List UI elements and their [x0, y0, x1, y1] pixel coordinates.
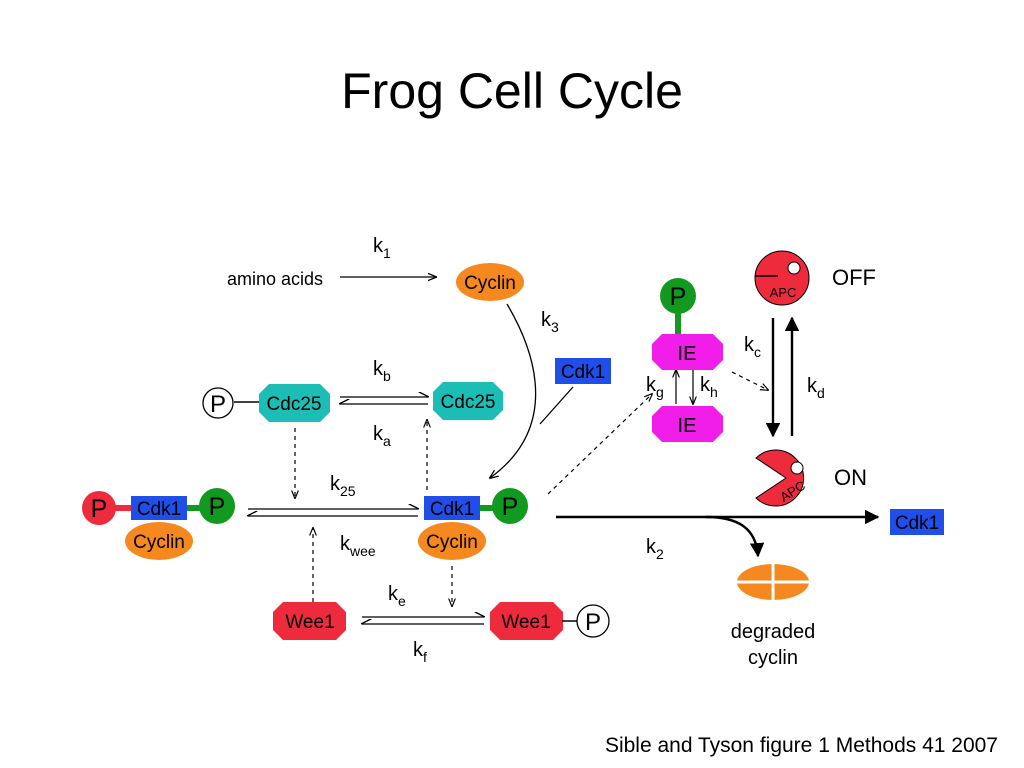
active-p-green-circle [492, 488, 528, 524]
apc-off-label: APC [770, 285, 797, 300]
cdc25-left-shape [259, 384, 330, 422]
amino-acids-label: amino acids [227, 269, 323, 289]
cdc25-phospho-node: P Cdc25 [202, 384, 330, 422]
wee1-right-label: Wee1 [501, 612, 550, 633]
ie-node: P IE IE [652, 278, 723, 442]
rate-kd: kd [807, 375, 825, 401]
active-p-green-link [480, 505, 494, 511]
rate-k3: k3 [541, 309, 559, 335]
off-label: OFF [832, 265, 876, 290]
rate-k25: k25 [330, 473, 356, 499]
active-cdk1-box [424, 496, 480, 520]
rate-kwee: kwee [340, 533, 376, 559]
active-complex: Cdk1 P Cyclin [418, 488, 528, 560]
cdk1-binding-line [539, 386, 574, 425]
inactive-cdk1-label: Cdk1 [137, 499, 181, 520]
rate-kg: kg [646, 374, 664, 400]
active-cdk1-label: Cdk1 [430, 499, 474, 520]
binding-arrow [490, 303, 537, 478]
ie-p-label: P [670, 283, 687, 311]
wee1-right-shape [490, 602, 563, 640]
wee1-node: Wee1 [273, 602, 346, 640]
rate-kh: kh [700, 374, 718, 400]
citation-caption: Sible and Tyson figure 1 Methods 41 2007 [604, 734, 998, 757]
cdc25-left-label: Cdc25 [267, 394, 322, 415]
apc-on-node: APC ON [755, 449, 867, 507]
inactive-p-red-circle [82, 491, 116, 525]
ie-top-label: IE [678, 343, 697, 365]
cyclin-node: Cyclin [456, 263, 524, 301]
free-cdk1-label: Cdk1 [561, 362, 605, 383]
inactive-cyclin-ellipse [125, 522, 193, 560]
active-cyclin-label: Cyclin [426, 532, 478, 553]
apc-off-eye [787, 261, 801, 275]
inactive-complex: P Cdk1 P Cyclin [82, 488, 235, 560]
ie-top-shape [652, 334, 723, 370]
rate-k2: k2 [646, 536, 664, 562]
cdk1-released-label: Cdk1 [895, 513, 939, 534]
degraded-cyclin-node: degraded cyclin [731, 562, 816, 669]
cdc25-right-label: Cdc25 [441, 392, 496, 413]
cyclin-label: Cyclin [464, 273, 516, 294]
ie-p-circle [660, 278, 696, 314]
wee1-p-circle [576, 604, 610, 638]
degraded-label-line2: cyclin [748, 647, 798, 669]
ie-p-link [675, 313, 681, 335]
inactive-cyclin-label: Cyclin [133, 532, 185, 553]
rate-kb: kb [373, 358, 391, 384]
ie-apc-dash [731, 371, 768, 390]
inactive-p-green-link [187, 505, 201, 511]
cdc25-right-shape [433, 382, 503, 420]
rate-k1: k1 [373, 235, 391, 261]
active-cyclin-ellipse [418, 522, 486, 560]
cyclin-ellipse [456, 263, 524, 301]
slide-title: Frog Cell Cycle [341, 63, 683, 119]
arrows [248, 277, 880, 625]
cdc25-node: Cdc25 [433, 382, 503, 420]
ie-bottom-shape [652, 406, 723, 442]
rate-kf: kf [413, 639, 427, 665]
wee1-left-shape [273, 602, 346, 640]
inactive-p-red-link [114, 505, 134, 511]
on-label: ON [834, 465, 867, 490]
rate-ke: ke [388, 583, 406, 609]
inactive-p-red-label: P [91, 495, 108, 523]
rate-constants: k1 k3 kb ka k25 kwee ke kf k2 kc kg kh k… [330, 235, 825, 665]
inactive-p-green-label: P [209, 493, 226, 521]
wee1-phospho-node: Wee1 P [490, 602, 610, 640]
inactive-cdk1-box [131, 496, 187, 520]
wee1-left-label: Wee1 [285, 612, 334, 633]
rate-kc: kc [744, 334, 761, 360]
cdk1-released-box [890, 509, 944, 535]
free-cdk1-node: Cdk1 [555, 358, 611, 384]
apc-on-eye [790, 461, 804, 475]
ie-bottom-label: IE [678, 415, 697, 437]
inactive-p-green-circle [199, 488, 235, 524]
wee1-p-label: P [585, 609, 601, 636]
free-cdk1-box [555, 358, 611, 384]
rate-ka: ka [373, 423, 391, 449]
apc-off-node: APC OFF [754, 250, 876, 306]
degraded-cyclin-branch [705, 515, 765, 558]
cdk1-released-node: Cdk1 [890, 509, 944, 535]
active-p-green-label: P [502, 493, 519, 521]
apc-on-pacman [755, 449, 805, 507]
degraded-label-line1: degraded [731, 621, 816, 643]
cdc25-p-circle [202, 387, 234, 419]
cdk1-ie-dash [547, 394, 652, 495]
cdc25-p-label: P [210, 391, 226, 418]
